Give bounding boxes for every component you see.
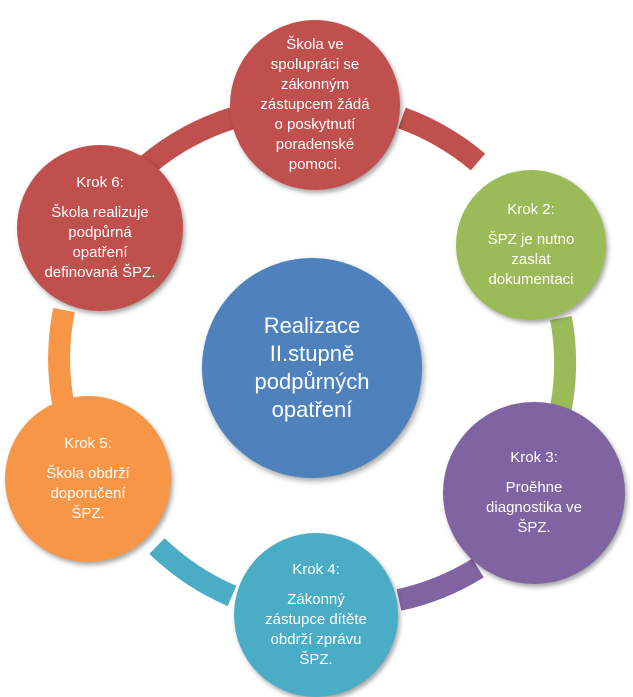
connector-1-2 [398,107,486,171]
step-4-circle: Krok 4: Zákonný zástupce dítěte obdrží z… [234,533,398,697]
step-6-label: Krok 6: [76,174,124,191]
step-4-label: Krok 4: [292,561,340,578]
center-title: Realizace II.stupně podpůrných opatření [254,313,370,422]
step-4-text: Zákonný zástupce dítěte obdrží zprávu ŠP… [265,591,367,668]
connector-5-6 [48,307,75,411]
step-5-text: Škola obdrží doporučení ŠPZ. [46,465,130,522]
step-6-text: Škola realizuje podpůrná opatření defino… [44,204,156,281]
step-3-circle: Krok 3: Proěhne diagnostika ve ŠPZ. [443,402,625,584]
connector-4-5 [149,537,237,607]
step-2-label: Krok 2: [507,201,555,218]
step-1-text: Škola ve spolupráci se zákonným zástupce… [260,36,370,173]
step-3-label: Krok 3: [510,449,558,466]
step-6-circle: Krok 6: Škola realizuje podpůrná opatřen… [17,145,183,311]
connector-6-1 [139,107,237,174]
step-5-circle: Krok 5: Škola obdrží doporučení ŠPZ. [5,396,171,562]
center-circle: Realizace II.stupně podpůrných opatření [202,258,422,478]
connector-3-4 [396,558,484,611]
connector-2-3 [550,316,577,410]
step-1-circle: Škola ve spolupráci se zákonným zástupce… [230,20,400,190]
step-5-label: Krok 5: [64,435,112,452]
step-3-text: Proěhne diagnostika ve ŠPZ. [486,479,582,536]
step-2-circle: Krok 2: ŠPZ je nutno zaslat dokumentaci [456,170,606,320]
step-2-text: ŠPZ je nutno zaslat dokumentaci [487,231,575,288]
